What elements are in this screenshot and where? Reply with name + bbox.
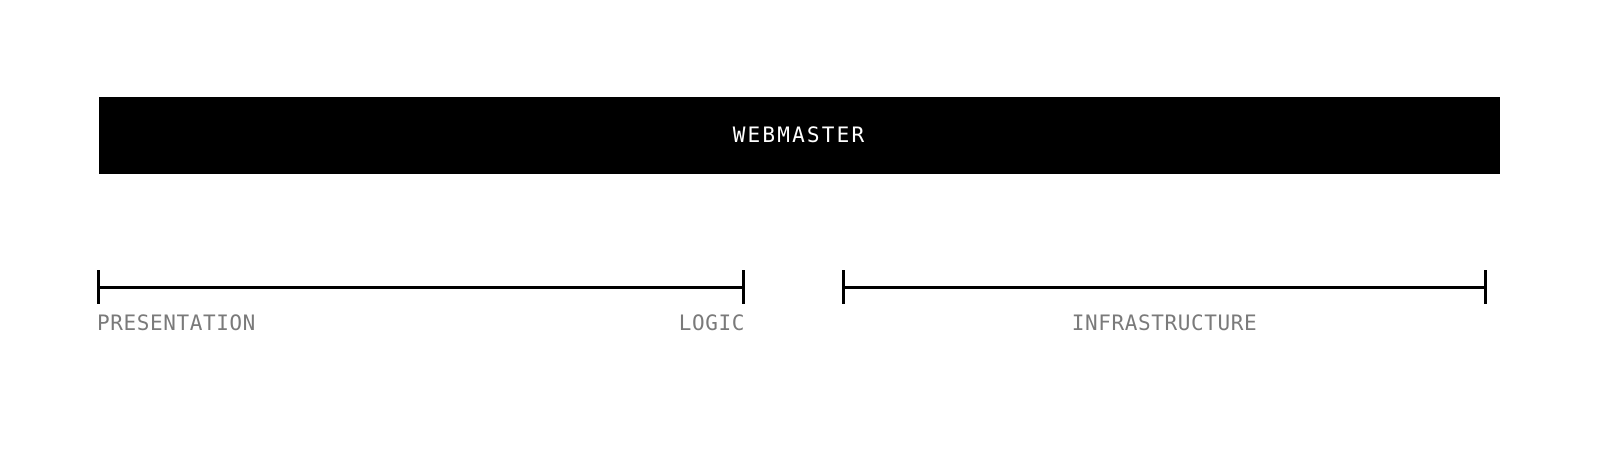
span-rule — [97, 286, 745, 289]
span-rule — [842, 286, 1487, 289]
span-label-infrastructure: INFRASTRUCTURE — [1071, 311, 1258, 335]
span-bracket-infrastructure — [842, 270, 1487, 304]
span-end-tick-icon — [1484, 270, 1487, 304]
span-label-presentation: PRESENTATION — [97, 311, 256, 335]
span-end-tick-icon — [742, 270, 745, 304]
title-bar: WEBMASTER — [99, 97, 1500, 174]
span-label-logic: LOGIC — [678, 311, 745, 335]
span-labels-infrastructure: INFRASTRUCTURE — [842, 310, 1487, 336]
span-labels-presentation-logic: PRESENTATION LOGIC — [97, 310, 745, 336]
title-bar-label: WEBMASTER — [732, 123, 867, 147]
span-bracket-presentation-logic — [97, 270, 745, 304]
